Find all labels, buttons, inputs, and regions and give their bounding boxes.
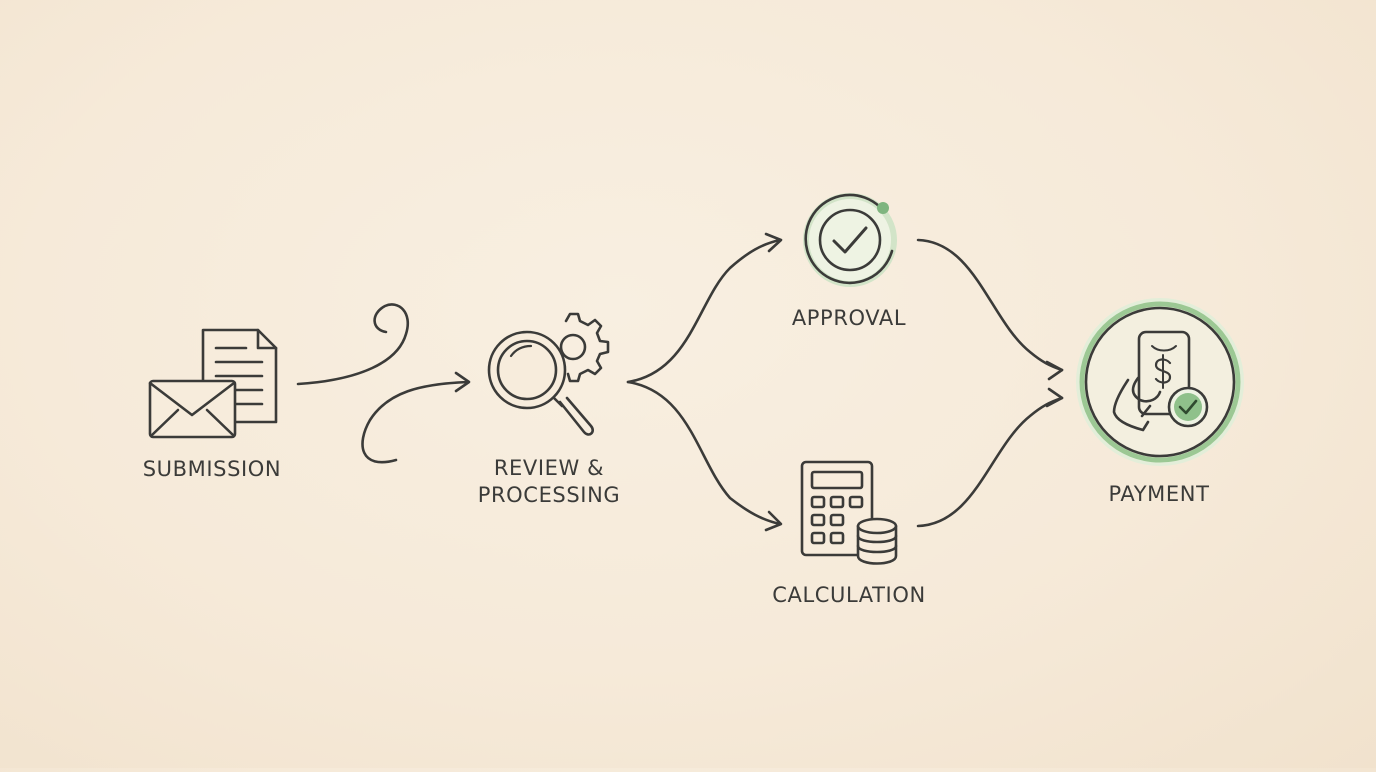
arrowhead <box>764 510 783 532</box>
arrowhead <box>1045 360 1064 381</box>
step-label-approval: APPROVAL <box>791 306 907 330</box>
magnifier-gear-icon <box>487 312 610 436</box>
hand-phone-check-icon <box>1076 298 1244 466</box>
step-label-calculation: CALCULATION <box>772 583 926 607</box>
connector-submission-to-review <box>296 303 471 464</box>
check-circle-icon <box>803 193 897 287</box>
gear-icon <box>559 312 610 383</box>
envelope-document-icon <box>148 328 278 439</box>
coins-stack <box>856 517 898 565</box>
calculator-coins-icon <box>800 460 898 565</box>
arrowhead <box>454 371 471 393</box>
connector-review-to-calculation <box>626 380 783 532</box>
arrowhead <box>764 232 783 253</box>
step-label-payment: PAYMENT <box>1108 482 1210 506</box>
step-label-review: REVIEW & PROCESSING <box>449 455 649 509</box>
connector-approval-to-payment <box>916 238 1064 381</box>
connector-review-to-approval <box>626 232 783 384</box>
arrowhead <box>1045 387 1064 408</box>
step-label-submission: SUBMISSION <box>142 457 282 481</box>
connector-calculation-to-payment <box>916 387 1064 528</box>
step-label-review-line2: PROCESSING <box>477 483 621 507</box>
step-label-review-line1: REVIEW & <box>493 456 605 480</box>
